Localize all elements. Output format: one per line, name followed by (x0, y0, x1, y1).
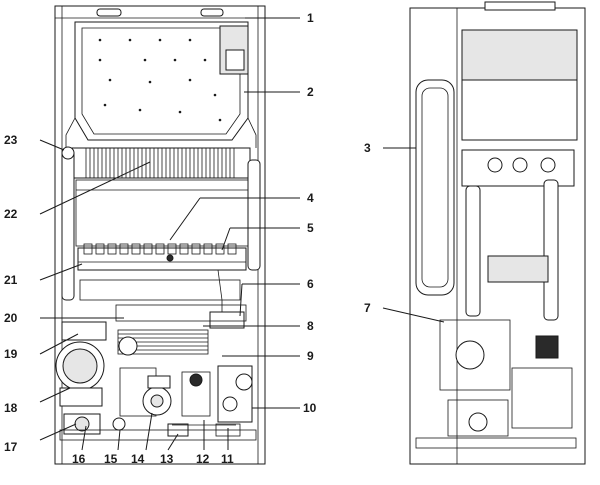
side-bottom-rail (415, 437, 577, 449)
callout-6: 6 (307, 277, 314, 291)
heat-exchanger (71, 147, 251, 179)
side-pump-group (439, 319, 511, 391)
callout-12: 12 (196, 452, 210, 466)
cross-pipe-20 (115, 304, 247, 322)
side-port-2 (512, 157, 528, 173)
side-pipe-right (543, 179, 559, 321)
gas-valve-coil (235, 373, 253, 391)
air-vent-23 (61, 146, 75, 160)
gas-valve-10 (217, 365, 253, 423)
side-burner (487, 255, 549, 283)
front-view (54, 5, 266, 465)
three-way-valve-core (150, 394, 164, 408)
side-view (409, 1, 586, 465)
side-electronics (511, 367, 573, 429)
valve-9-top (118, 336, 138, 356)
bottom-rail (59, 429, 257, 441)
callout-5: 5 (307, 221, 314, 235)
callout-8: 8 (307, 319, 314, 333)
callout-9: 9 (307, 349, 314, 363)
expansion-vessel-3 (415, 79, 455, 296)
ignition-electrode (166, 254, 174, 262)
side-hood (461, 79, 578, 141)
side-fan-block (461, 29, 578, 81)
callout-21: 21 (4, 273, 18, 287)
flow-pipe-right (247, 159, 261, 271)
front-casing (54, 5, 266, 465)
flow-pipe-left (61, 149, 75, 301)
callout-4: 4 (307, 191, 314, 205)
burner-ramps (83, 243, 237, 255)
valve-fitting (147, 375, 171, 389)
callout-17: 17 (4, 440, 18, 454)
callout-1: 1 (307, 11, 314, 25)
callout-2: 2 (307, 85, 314, 99)
mount-slot-right (200, 8, 224, 17)
side-pump (455, 340, 485, 370)
side-pipe-left (465, 185, 481, 317)
manometer-dial (74, 416, 90, 432)
callout-13: 13 (160, 452, 174, 466)
hood-skirt-right (247, 117, 257, 148)
combustion-chamber (75, 179, 249, 247)
side-valve (468, 412, 488, 432)
side-port-3 (540, 157, 556, 173)
gas-valve-knob (222, 396, 238, 412)
flow-sensor-cap (189, 373, 203, 387)
expansion-vessel-inner (421, 87, 449, 288)
gas-tube (217, 269, 223, 312)
callout-22: 22 (4, 207, 18, 221)
burner (77, 247, 247, 271)
flow-sensor-12 (181, 371, 211, 417)
callout-14: 14 (131, 452, 145, 466)
burner-cover (79, 279, 241, 301)
callout-15: 15 (104, 452, 118, 466)
heat-exchanger-fins (85, 148, 235, 178)
callout-3: 3 (364, 141, 371, 155)
callout-23: 23 (4, 133, 18, 147)
callout-numbers: 1 2 3 4 5 6 7 8 9 10 11 12 13 14 15 16 1… (4, 11, 371, 466)
fan-motor (225, 49, 245, 71)
leader-lines (39, 17, 445, 451)
connector-6 (209, 311, 245, 329)
hood-skirt-left (65, 117, 76, 148)
side-port-1 (487, 157, 503, 173)
pump-base-18 (59, 387, 103, 407)
side-connector (535, 335, 559, 359)
callout-20: 20 (4, 311, 18, 325)
callout-10: 10 (303, 401, 317, 415)
hood-rivets (98, 38, 222, 122)
side-flue-top (484, 1, 556, 11)
callout-19: 19 (4, 347, 18, 361)
callout-18: 18 (4, 401, 18, 415)
drain-15 (112, 417, 126, 431)
side-valve-group (447, 399, 509, 437)
callout-7-side: 7 (364, 301, 371, 315)
mount-slot-left (96, 8, 122, 17)
pump-motor-cap (62, 348, 98, 384)
pump-head (61, 321, 107, 341)
callout-11: 11 (221, 452, 234, 466)
callout-16: 16 (72, 452, 86, 466)
